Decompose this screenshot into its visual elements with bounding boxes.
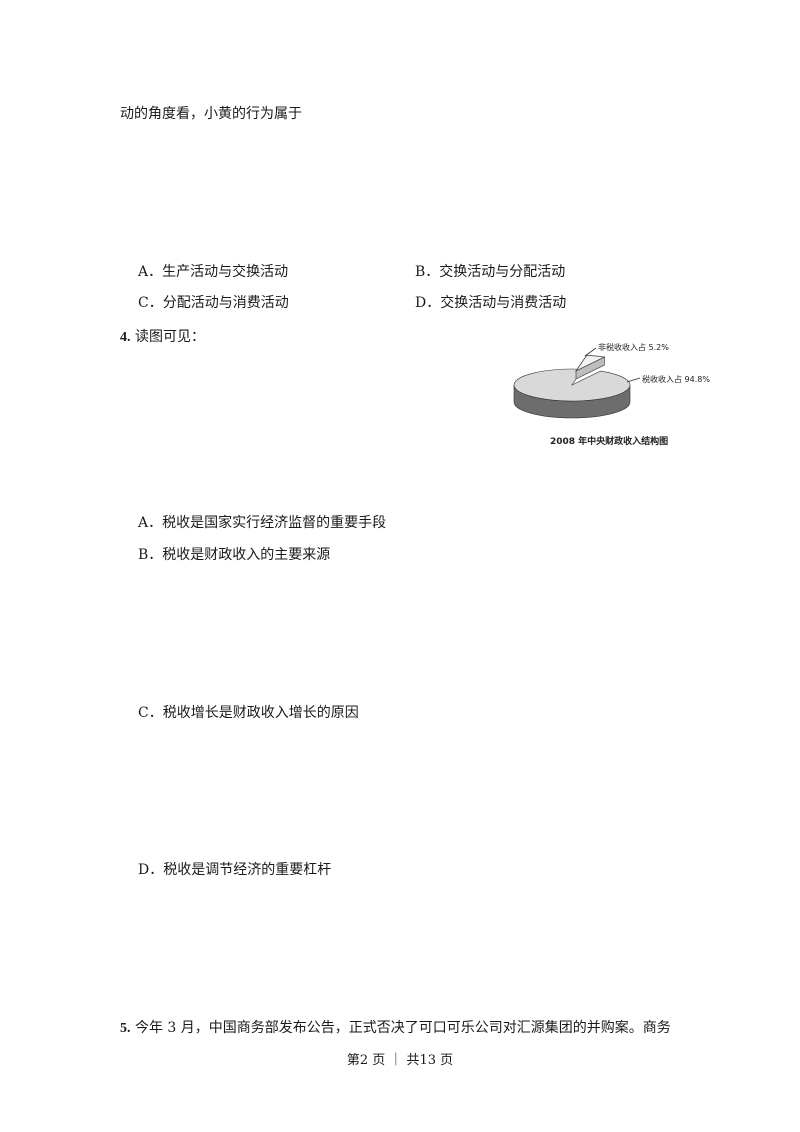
pie-chart-figure: 非税收收入占 5.2% 税收收入占 94.8% 2008 年中央财政收入结构图: [505, 338, 735, 450]
q4-stem: 读图可见：: [134, 329, 205, 345]
nontax-leader-line: [584, 347, 597, 357]
q4-option-a: A．税收是国家实行经济监督的重要手段: [138, 515, 387, 531]
q5-header: 5. 今年 3 月，中国商务部发布公告，正式否决了可口可乐公司对汇源集团的并购案…: [120, 1017, 671, 1037]
q5-number: 5.: [120, 1021, 131, 1036]
nontax-slice-label: 非税收收入占 5.2%: [598, 343, 669, 352]
q5-stem: 今年 3 月，中国商务部发布公告，正式否决了可口可乐公司对汇源集团的并购案。商务: [134, 1020, 671, 1036]
pie-group: [513, 354, 631, 419]
chart-title: 2008 年中央财政收入结构图: [550, 437, 669, 447]
page-footer: 第2 页 ｜ 共13 页: [346, 1053, 454, 1068]
tax-slice-label: 税收收入占 94.8%: [642, 375, 710, 384]
pie-slice-tax: [513, 368, 631, 402]
tax-leader-line: [626, 377, 641, 383]
q3-option-c: C．分配活动与消费活动: [138, 295, 289, 311]
q3-stem-tail: 动的角度看，小黄的行为属于: [120, 106, 302, 122]
q3-option-a: A．生产活动与交换活动: [138, 264, 289, 280]
q4-option-d: D．税收是调节经济的重要杠杆: [138, 862, 332, 878]
q4-option-b: B．税收是财政收入的主要来源: [138, 547, 331, 563]
q4-header: 4. 读图可见：: [120, 326, 205, 346]
q4-option-c: C．税收增长是财政收入增长的原因: [138, 705, 359, 721]
q4-number: 4.: [120, 330, 131, 345]
pie-chart-svg: [513, 347, 641, 419]
pie-slice-nontax-side: [575, 356, 605, 380]
q3-option-d: D．交换活动与消费活动: [415, 295, 567, 311]
q3-option-b: B．交换活动与分配活动: [415, 264, 566, 280]
